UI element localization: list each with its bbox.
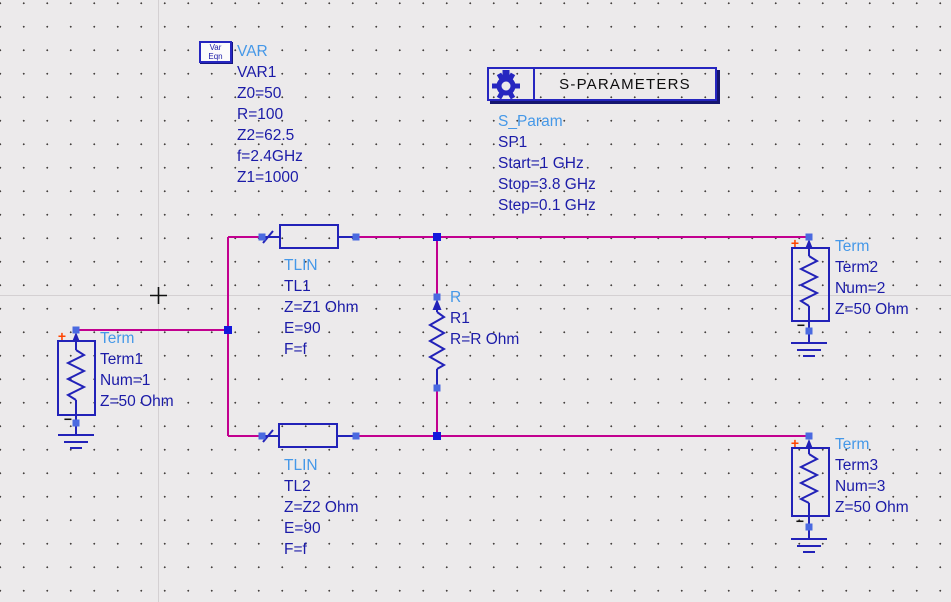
tl2-pin1-square[interactable] xyxy=(258,432,266,440)
param-line[interactable]: VAR1 xyxy=(237,64,277,81)
component-term2[interactable]: + − xyxy=(791,233,830,357)
var-icon-line2: Eqn xyxy=(208,52,223,61)
param-line[interactable]: Z=50 Ohm xyxy=(835,301,909,318)
param-line[interactable]: TL2 xyxy=(284,478,311,495)
sparam-title: S-PARAMETERS xyxy=(559,75,691,93)
param-line[interactable]: Z=50 Ohm xyxy=(835,499,909,516)
param-line[interactable]: TL1 xyxy=(284,278,311,295)
junction-term1-bus[interactable] xyxy=(224,326,232,334)
tl2-labels[interactable]: TLIN TL2 Z=Z2 Ohm E=90 F=f xyxy=(284,455,359,560)
origin-cross-marker xyxy=(150,287,167,304)
param-line[interactable]: Z=Z2 Ohm xyxy=(284,499,359,516)
term2-gnd-pin-square[interactable] xyxy=(805,327,813,335)
component-type-label[interactable]: TLIN xyxy=(284,257,318,274)
junction-r1-top[interactable] xyxy=(433,233,441,241)
param-line[interactable]: Num=1 xyxy=(100,372,151,389)
term2-ground-icon xyxy=(791,331,827,357)
var-icon-line1: Var xyxy=(209,43,222,52)
wires[interactable] xyxy=(76,236,809,437)
component-resistor-r1[interactable] xyxy=(427,293,447,392)
term3-body[interactable] xyxy=(791,447,830,517)
param-line[interactable]: Z2=62.5 xyxy=(237,127,295,144)
param-line[interactable]: Num=2 xyxy=(835,280,886,297)
term2-zigzag xyxy=(798,255,820,307)
tl1-pin1-square[interactable] xyxy=(258,233,266,241)
component-tlin-tl2[interactable] xyxy=(258,423,360,448)
tl2-pin1-slash xyxy=(262,429,274,443)
term2-pin-square[interactable] xyxy=(805,233,813,241)
term2-labels[interactable]: Term Term2 Num=2 Z=50 Ohm xyxy=(835,236,909,320)
sparam-labels[interactable]: S_Param SP1 Start=1 GHz Stop=3.8 GHz Ste… xyxy=(498,111,596,216)
sparam-gear-icon xyxy=(489,69,535,99)
r1-pin1-square[interactable] xyxy=(433,293,441,301)
tl2-body[interactable] xyxy=(278,423,338,448)
param-line[interactable]: Z1=1000 xyxy=(237,169,299,186)
sparameters-controller[interactable]: S-PARAMETERS xyxy=(487,67,717,101)
component-type-label[interactable]: R xyxy=(450,289,462,306)
param-line[interactable]: E=90 xyxy=(284,520,321,537)
wire-junctions[interactable] xyxy=(224,233,441,440)
component-type-label[interactable]: S_Param xyxy=(498,113,563,130)
tl2-pin2-square[interactable] xyxy=(352,432,360,440)
term1-labels[interactable]: Term Term1 Num=1 Z=50 Ohm xyxy=(100,328,174,412)
term1-gnd-pin-square[interactable] xyxy=(72,419,80,427)
term1-plus-mark: + xyxy=(58,328,66,344)
term3-labels[interactable]: Term Term3 Num=3 Z=50 Ohm xyxy=(835,434,909,518)
component-type-label[interactable]: VAR xyxy=(237,43,268,60)
param-line[interactable]: Z=50 Ohm xyxy=(100,393,174,410)
term1-minus-mark: − xyxy=(64,411,72,427)
param-line[interactable]: R=100 xyxy=(237,106,284,123)
tl1-labels[interactable]: TLIN TL1 Z=Z1 Ohm E=90 F=f xyxy=(284,255,359,360)
term2-plus-mark: + xyxy=(791,235,799,251)
term3-minus-mark: − xyxy=(796,513,804,529)
param-line[interactable]: Term3 xyxy=(835,457,879,474)
component-tlin-tl1[interactable] xyxy=(258,224,360,249)
term1-zigzag xyxy=(65,349,87,401)
param-line[interactable]: R=R Ohm xyxy=(450,331,520,348)
tl1-body[interactable] xyxy=(279,224,339,249)
param-line[interactable]: F=f xyxy=(284,341,307,358)
component-type-label[interactable]: Term xyxy=(835,238,870,255)
var-eqn-icon[interactable]: Var Eqn xyxy=(199,41,232,63)
param-line[interactable]: SP1 xyxy=(498,134,528,151)
r1-labels[interactable]: R R1 R=R Ohm xyxy=(450,287,519,350)
param-line[interactable]: Step=0.1 GHz xyxy=(498,197,596,214)
r1-pin2-square[interactable] xyxy=(433,384,441,392)
component-term1[interactable]: + − xyxy=(57,326,96,449)
term3-plus-mark: + xyxy=(791,435,799,451)
param-line[interactable]: Stop=3.8 GHz xyxy=(498,176,596,193)
term1-ground-icon xyxy=(58,423,94,449)
tl1-pin2-square[interactable] xyxy=(352,233,360,241)
param-line[interactable]: F=f xyxy=(284,541,307,558)
component-term3[interactable]: + − xyxy=(791,432,830,553)
term3-pin-square[interactable] xyxy=(805,432,813,440)
component-type-label[interactable]: Term xyxy=(100,330,135,347)
param-line[interactable]: Num=3 xyxy=(835,478,886,495)
junction-r1-bottom[interactable] xyxy=(433,432,441,440)
param-line[interactable]: Term2 xyxy=(835,259,879,276)
term2-body[interactable] xyxy=(791,247,830,322)
param-line[interactable]: Z0=50 xyxy=(237,85,282,102)
term3-ground-icon xyxy=(791,527,827,553)
term2-minus-mark: − xyxy=(797,317,805,333)
param-line[interactable]: Start=1 GHz xyxy=(498,155,584,172)
gear-icon xyxy=(492,70,520,99)
param-line[interactable]: Term1 xyxy=(100,351,144,368)
term3-gnd-pin-square[interactable] xyxy=(805,523,813,531)
param-line[interactable]: Z=Z1 Ohm xyxy=(284,299,359,316)
param-line[interactable]: E=90 xyxy=(284,320,321,337)
component-type-label[interactable]: Term xyxy=(835,436,870,453)
tl1-pin1-slash xyxy=(262,230,274,244)
term3-zigzag xyxy=(798,453,820,504)
r1-current-arrow xyxy=(432,299,442,310)
term1-pin-square[interactable] xyxy=(72,326,80,334)
param-line[interactable]: R1 xyxy=(450,310,470,327)
r1-zigzag[interactable] xyxy=(427,311,447,370)
var-block-labels[interactable]: VAR VAR1 Z0=50 R=100 Z2=62.5 f=2.4GHz Z1… xyxy=(237,41,303,188)
param-line[interactable]: f=2.4GHz xyxy=(237,148,303,165)
component-type-label[interactable]: TLIN xyxy=(284,457,318,474)
